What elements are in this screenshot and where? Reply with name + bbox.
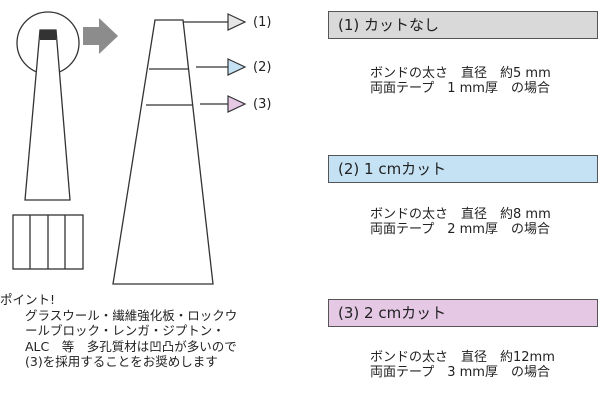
large-nozzle	[112, 19, 214, 285]
pointer-arrow-3	[227, 95, 247, 113]
cartridge-body	[12, 214, 84, 270]
zoom-arrow	[83, 18, 118, 54]
pointer-arrow-2	[227, 58, 247, 76]
pointer-arrow-1	[227, 13, 247, 31]
section-header-2cm-cut: (3) 2 cmカット	[328, 299, 598, 327]
cut-label-3: (3)	[253, 97, 272, 112]
nozzle-tip-fill	[40, 30, 56, 40]
small-nozzle	[24, 29, 71, 201]
point-note: ポイント! グラスウール・繊維強化板・ロックウ ールブロック・レンガ・ジプトン・…	[0, 292, 238, 369]
cut-label-1: (1)	[253, 15, 272, 30]
section-text-1cm-cut: ボンドの太さ 直径 約8 mm 両面テープ 2 mm厚 の場合	[370, 207, 551, 237]
section-header-1cm-cut: (2) 1 cmカット	[328, 155, 598, 183]
section-text-2cm-cut: ボンドの太さ 直径 約12mm 両面テープ 3 mm厚 の場合	[370, 350, 555, 380]
section-text-no-cut: ボンドの太さ 直径 約5 mm 両面テープ 1 mm厚 の場合	[370, 66, 551, 96]
cut-label-2: (2)	[253, 60, 272, 75]
section-header-no-cut: (1) カットなし	[328, 11, 598, 39]
